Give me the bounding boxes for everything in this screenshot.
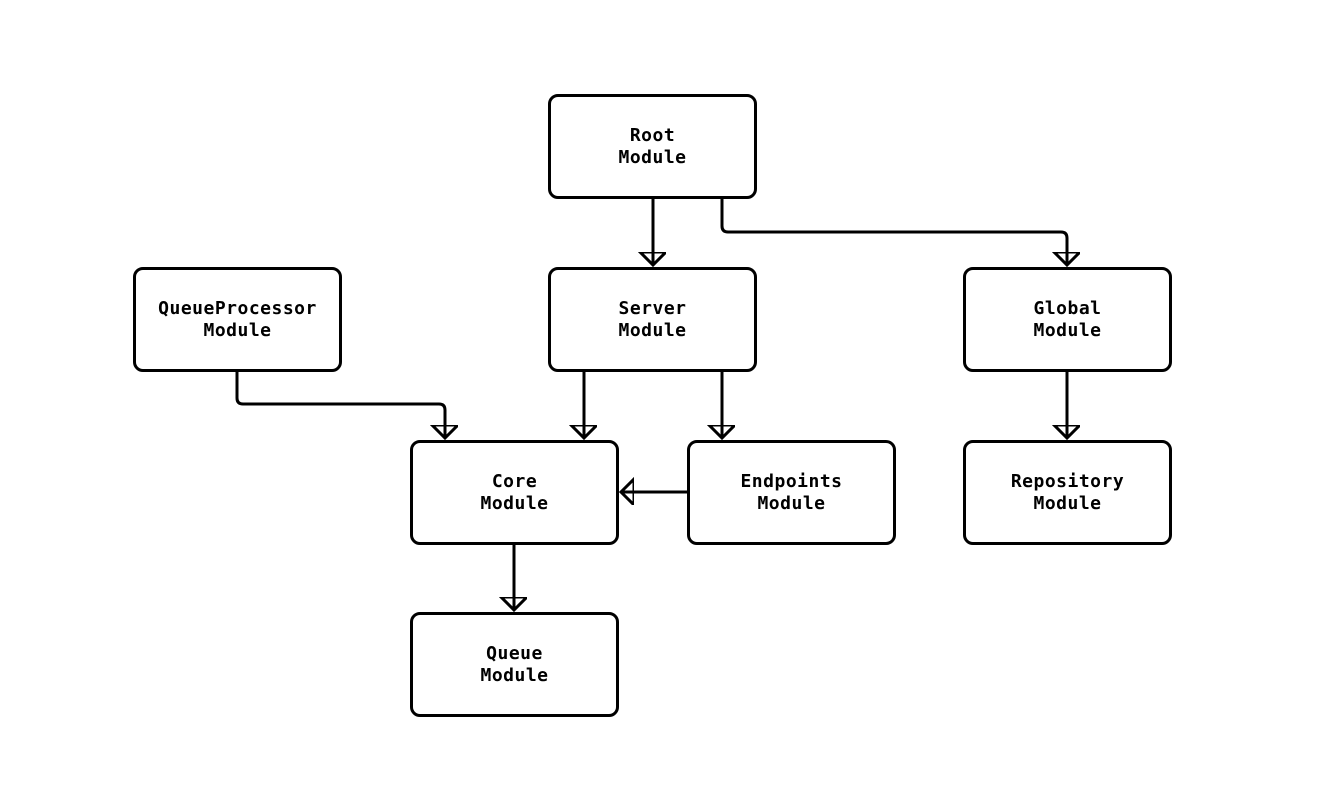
node-server-module: Server Module: [548, 267, 757, 372]
node-core-module: Core Module: [410, 440, 619, 545]
node-label: Server Module: [618, 297, 687, 341]
node-repository-module: Repository Module: [963, 440, 1172, 545]
edge-queueprocessor-core: [235, 372, 445, 438]
node-label: Queue Module: [480, 642, 549, 686]
node-endpoints-module: Endpoints Module: [687, 440, 896, 545]
node-label: Repository Module: [1010, 470, 1125, 514]
node-label: Core Module: [480, 470, 549, 514]
node-root-module: Root Module: [548, 94, 757, 199]
node-label: Root Module: [618, 124, 687, 168]
node-label: Global Module: [1033, 297, 1102, 341]
node-queueprocessor-module: QueueProcessor Module: [133, 267, 342, 372]
edge-root-global: [720, 198, 1067, 265]
node-queue-module: Queue Module: [410, 612, 619, 717]
node-global-module: Global Module: [963, 267, 1172, 372]
node-label: Endpoints Module: [740, 470, 843, 514]
node-label: QueueProcessor Module: [158, 297, 317, 341]
